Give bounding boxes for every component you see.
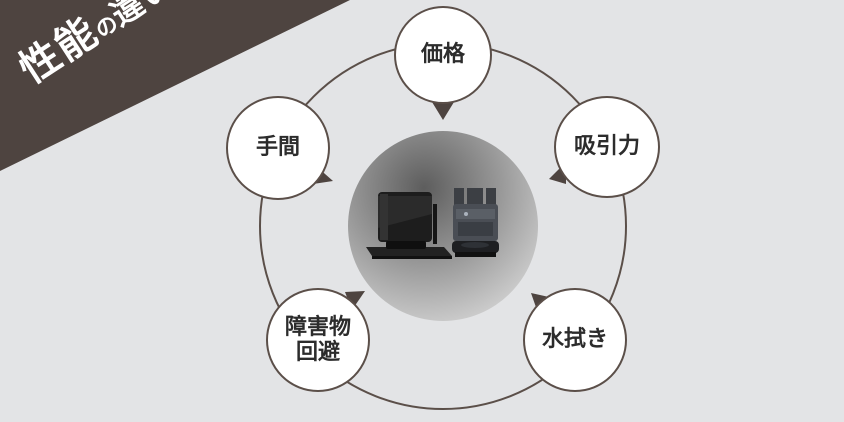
- node-obstacle-avoidance: 障害物 回避: [266, 288, 370, 392]
- node-mopping-label: 水拭き: [541, 327, 608, 353]
- arrow-marker: [432, 102, 454, 120]
- node-mopping: 水拭き: [523, 288, 627, 392]
- node-price: 価格: [394, 6, 492, 104]
- node-obstacle-label-line1: 障害物: [284, 314, 351, 340]
- robot-vacuum-a-image: [366, 192, 452, 259]
- node-obstacle-label-line2: 回避: [295, 340, 340, 365]
- node-price-label: 価格: [420, 42, 465, 68]
- node-suction: 吸引力: [554, 96, 660, 198]
- node-effort-label: 手間: [255, 135, 300, 161]
- node-effort: 手間: [226, 96, 330, 200]
- arrow-marker: [345, 291, 365, 310]
- robot-vacuum-b-image: [452, 188, 499, 257]
- node-suction-label: 吸引力: [573, 134, 640, 160]
- center-hub: [348, 131, 538, 321]
- corner-banner: [0, 0, 350, 171]
